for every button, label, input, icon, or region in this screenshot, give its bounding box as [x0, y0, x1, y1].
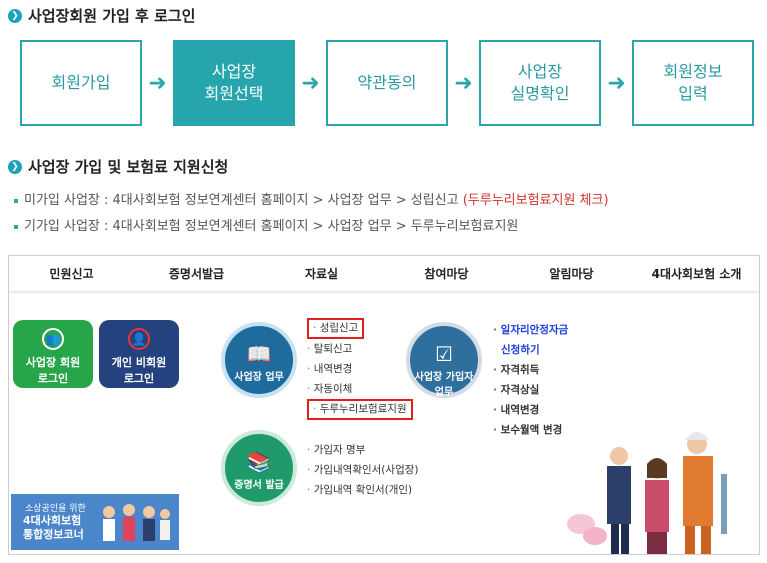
menu-item-auto-transfer[interactable]: 자동이체	[307, 379, 413, 399]
book-reader-icon: 📖	[246, 342, 272, 366]
nav-item-certificate[interactable]: 증명서발급	[168, 267, 225, 281]
business-work-label: 사업장 업무	[234, 372, 284, 383]
step-business-verify: 사업장 실명확인	[479, 40, 601, 126]
people-illustration-icon	[103, 504, 170, 541]
workers-illustration-icon	[567, 432, 727, 554]
menu-item-establish-report[interactable]: 성립신고	[307, 318, 365, 339]
arrow-right-icon: ➜	[301, 70, 320, 96]
bullet-text: 미가입 사업장 : 4대사회보험 정보연계센터 홈페이지 > 사업장 업무 > …	[24, 193, 463, 208]
banner-subtitle: 소상공인을 위한	[25, 504, 86, 514]
step-terms-agree: 약관동의	[326, 40, 448, 126]
step-business-member-select: 사업장 회원선택	[173, 40, 295, 126]
section-title-text: 사업장회원 가입 후 로그인	[28, 7, 196, 25]
certificate-label: 증명서 발급	[234, 480, 284, 491]
bullet-text: 기가입 사업장 : 4대사회보험 정보연계센터 홈페이지 > 사업장 업무 > …	[24, 219, 519, 234]
personal-login-label: 개인 비회원 로그인	[111, 356, 167, 385]
subscriber-work-circle[interactable]: ☑ 사업장 가입자 업무	[406, 322, 482, 398]
chevron-right-icon: ❯	[8, 8, 22, 23]
user-group-icon: 👥	[42, 328, 64, 350]
section-title-login: ❯ 사업장회원 가입 후 로그인	[8, 5, 195, 26]
website-preview: 민원신고 증명서발급 자료실 참여마당 알림마당 4대사회보험 소개 👥 사업장…	[8, 255, 760, 555]
chevron-right-icon: ❯	[8, 159, 22, 174]
menu-item-subscription-cert-business[interactable]: 가입내역확인서(사업장)	[307, 460, 419, 480]
bullet-registered: 기가입 사업장 : 4대사회보험 정보연계센터 홈페이지 > 사업장 업무 > …	[14, 215, 518, 234]
menu-item-qualification-loss[interactable]: 자격상실	[493, 380, 568, 400]
nav-item-about[interactable]: 4대사회보험 소개	[651, 267, 742, 281]
step-signup: 회원가입	[20, 40, 142, 126]
certificate-menu: 가입자 명부 가입내역확인서(사업장) 가입내역 확인서(개인)	[307, 440, 419, 500]
nav-item-notice[interactable]: 알림마당	[549, 267, 594, 281]
document-stack-icon: 📚	[246, 450, 272, 474]
nav-item-participation[interactable]: 참여마당	[424, 267, 469, 281]
checkbox-icon: ☑	[435, 342, 453, 366]
section-title-text: 사업장 가입 및 보험료 지원신청	[28, 158, 229, 176]
nav-item-archive[interactable]: 자료실	[304, 267, 339, 281]
subscriber-work-menu: 일자리안정자금 신청하기 자격취득 자격상실 내역변경 보수월액 변경	[493, 320, 569, 440]
user-icon: 👤	[128, 328, 150, 350]
menu-item-apply[interactable]: 신청하기	[501, 344, 540, 356]
personal-login-button[interactable]: 👤 개인 비회원 로그인	[99, 320, 179, 388]
bullet-icon	[14, 224, 18, 229]
menu-item-history-change[interactable]: 내역변경	[307, 359, 413, 379]
banner-title: 4대사회보험 통합정보코너	[23, 514, 84, 541]
bullet-highlight: (두루누리보험료지원 체크)	[462, 193, 609, 208]
menu-item-monthly-pay-change[interactable]: 보수월액 변경	[493, 420, 568, 440]
menu-item-subscription-cert-personal[interactable]: 가입내역 확인서(개인)	[307, 480, 418, 500]
menu-item-durunuri-support[interactable]: 두루누리보험료지원	[307, 399, 413, 420]
arrow-right-icon: ➜	[454, 70, 473, 96]
section-title-apply: ❯ 사업장 가입 및 보험료 지원신청	[8, 156, 228, 177]
subscriber-work-label: 사업장 가입자 업무	[414, 372, 474, 398]
business-work-circle[interactable]: 📖 사업장 업무	[221, 322, 297, 398]
business-login-label: 사업장 회원 로그인	[25, 356, 81, 385]
global-nav: 민원신고 증명서발급 자료실 참여마당 알림마당 4대사회보험 소개	[9, 256, 759, 292]
business-work-menu: 성립신고 탈퇴신고 내역변경 자동이체 두루누리보험료지원	[307, 318, 413, 420]
business-login-button[interactable]: 👥 사업장 회원 로그인	[13, 320, 93, 388]
menu-item-subscriber-list[interactable]: 가입자 명부	[307, 440, 418, 460]
bullet-unregistered: 미가입 사업장 : 4대사회보험 정보연계센터 홈페이지 > 사업장 업무 > …	[14, 189, 609, 208]
menu-item-qualification-acquire[interactable]: 자격취득	[493, 360, 568, 380]
menu-item-job-stability-fund[interactable]: 일자리안정자금	[493, 320, 569, 340]
nav-item-complaint[interactable]: 민원신고	[49, 267, 94, 281]
menu-item-history-change[interactable]: 내역변경	[493, 400, 568, 420]
step-member-info: 회원정보 입력	[632, 40, 754, 126]
arrow-right-icon: ➜	[148, 70, 167, 96]
signup-steps: 회원가입 ➜ 사업장 회원선택 ➜ 약관동의 ➜ 사업장 실명확인 ➜ 회원정보…	[20, 40, 754, 126]
certificate-circle[interactable]: 📚 증명서 발급	[221, 430, 297, 506]
arrow-right-icon: ➜	[607, 70, 626, 96]
bullet-icon	[14, 198, 18, 203]
small-business-banner[interactable]: 소상공인을 위한 4대사회보험 통합정보코너	[11, 494, 179, 550]
menu-item-withdrawal-report[interactable]: 탈퇴신고	[307, 339, 413, 359]
